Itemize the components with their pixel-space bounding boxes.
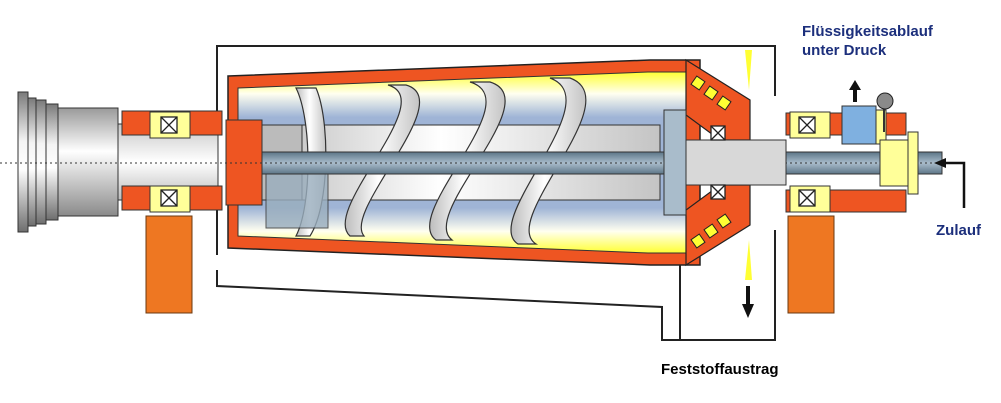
- liquid-outlet-label-line2: unter Druck: [802, 42, 887, 59]
- feed-label: Zulauf: [936, 222, 981, 239]
- liquid-outlet-chamber: [841, 105, 877, 145]
- liquid-outlet-label-line1: Flüssigkeitsablauf: [802, 23, 933, 40]
- ball-valve-icon: [876, 92, 894, 132]
- right-support-block: [787, 215, 835, 314]
- left-support-block: [145, 215, 193, 314]
- left-bearing: [121, 110, 223, 213]
- right-bearing: [785, 105, 919, 213]
- arrow-left-icon: [934, 158, 966, 208]
- arrow-up-icon: [849, 80, 861, 102]
- solids-discharge-label: Feststoffaustrag: [661, 361, 779, 378]
- arrow-down-icon: [742, 286, 754, 318]
- liquid-outlet-label: Flüssigkeitsablauf unter Druck: [802, 22, 933, 60]
- solids-jets: [745, 50, 752, 280]
- discharge-end: [663, 58, 787, 267]
